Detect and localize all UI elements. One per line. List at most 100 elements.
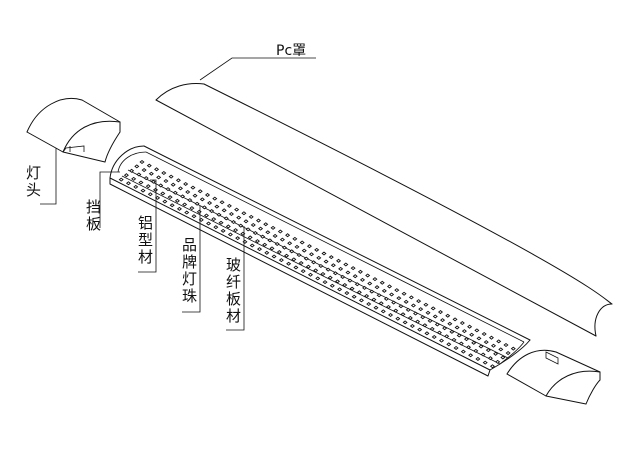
led-chip [349, 286, 355, 291]
label-baffle: 挡板 [86, 198, 101, 233]
led-chip [432, 314, 438, 319]
led-chip [483, 340, 489, 345]
led-chip [172, 190, 178, 195]
led-chip [383, 296, 389, 301]
led-chip [123, 173, 129, 178]
led-chip [402, 320, 408, 325]
led-chip [118, 177, 124, 182]
led-chip [294, 244, 300, 249]
led-chip [182, 202, 188, 207]
led-chip [338, 266, 344, 271]
led-chip [269, 246, 275, 251]
led-chip [238, 223, 244, 228]
led-chip [386, 284, 393, 289]
led-chip [485, 348, 491, 353]
led-chip [362, 285, 368, 290]
led-chip [177, 186, 184, 191]
led-chip [145, 184, 151, 189]
led-chip [378, 301, 384, 306]
led-chip [148, 171, 154, 176]
led-chip [417, 327, 423, 332]
led-chip [463, 337, 470, 342]
led-chip [140, 188, 146, 193]
led-chip [493, 351, 499, 356]
led-chip [418, 307, 424, 312]
led-chip [138, 180, 144, 185]
pc-cover [155, 83, 613, 337]
led-chip [357, 269, 363, 274]
led-chip [168, 174, 174, 179]
led-chip [365, 273, 371, 278]
led-chip [227, 232, 233, 237]
led-chip [503, 342, 509, 348]
led-chip [373, 305, 379, 310]
led-chip [218, 220, 224, 225]
led-chip [380, 309, 386, 314]
led-chip [136, 172, 142, 177]
led-chip [446, 342, 452, 347]
label-pc-cover: Pc罩 [276, 43, 306, 59]
led-chip [265, 230, 271, 235]
led-chip [134, 164, 140, 169]
led-chip [367, 281, 373, 286]
led-chip [430, 306, 436, 311]
led-chip [281, 245, 288, 250]
led-chip [410, 303, 416, 308]
led-chip [342, 282, 348, 288]
led-chip [262, 242, 268, 247]
led-chip [330, 263, 336, 268]
led-chip [371, 297, 377, 302]
led-chip [183, 181, 189, 186]
led-chip [345, 270, 351, 275]
led-chip [354, 282, 360, 287]
led-chip [323, 259, 329, 264]
led-chip [489, 364, 496, 369]
led-chip [437, 310, 444, 315]
label-aluminum-profile: 铝型材 [138, 214, 153, 266]
led-chip [263, 222, 269, 227]
leader-lines [40, 57, 316, 331]
led-chip [468, 353, 474, 358]
led-chip [236, 215, 242, 220]
led-chip [235, 236, 241, 241]
led-chip [416, 299, 422, 304]
led-chip [423, 302, 429, 307]
led-chip [401, 291, 407, 296]
led-chip [496, 339, 502, 344]
led-chip [303, 256, 309, 261]
led-chip [490, 343, 497, 348]
led-chip [306, 244, 312, 249]
led-chip [389, 292, 395, 297]
led-chip [366, 302, 372, 307]
led-chip [420, 315, 426, 320]
led-chip [146, 163, 152, 168]
led-chip [429, 326, 435, 331]
led-chip [427, 318, 433, 323]
led-chip [449, 329, 455, 334]
led-chip [329, 283, 335, 288]
led-chip [212, 196, 218, 201]
led-chip [369, 289, 375, 294]
led-chip [374, 285, 380, 290]
led-chip [405, 307, 411, 312]
led-chip [156, 175, 162, 180]
label-fiberglass-board: 玻纤板材 [226, 256, 241, 325]
led-chip [296, 252, 302, 257]
led-chip [160, 191, 166, 196]
led-chip [199, 197, 205, 202]
led-chip [131, 176, 137, 181]
led-chip [396, 296, 402, 301]
led-chip [444, 334, 450, 339]
led-chip [440, 318, 446, 323]
led-chip [287, 241, 293, 246]
end-cap-left [26, 98, 121, 163]
led-chip [249, 243, 255, 248]
led-chip [255, 218, 262, 223]
led-chip [394, 288, 400, 293]
led-chip [174, 198, 180, 203]
led-chip [391, 300, 397, 305]
led-chip [204, 192, 211, 197]
led-chip [347, 278, 353, 283]
led-chip [381, 288, 387, 293]
led-chip [225, 224, 231, 229]
